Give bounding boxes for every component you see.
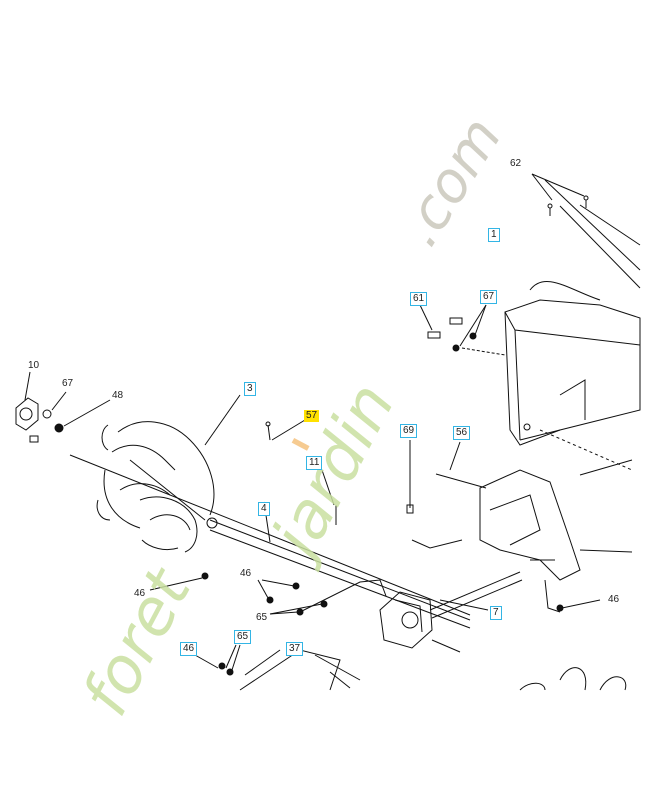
label-1: 1: [488, 228, 500, 242]
label-10: 10: [28, 360, 40, 371]
label-4: 4: [258, 502, 270, 516]
label-48: 48: [112, 390, 124, 401]
label-3: 3: [244, 382, 256, 396]
label-61: 61: [410, 292, 428, 306]
pins: [265, 419, 487, 525]
bolts-62: [531, 173, 589, 216]
label-46-left: 46: [134, 588, 146, 599]
label-7: 7: [490, 606, 502, 620]
bolts-61-67: [419, 304, 506, 356]
label-69: 69: [400, 424, 418, 438]
label-67-left: 67: [62, 378, 74, 389]
label-56: 56: [453, 426, 471, 440]
label-46-right: 46: [608, 594, 620, 605]
label-37: 37: [286, 642, 304, 656]
label-11: 11: [306, 456, 323, 470]
label-46-mid: 46: [240, 568, 252, 579]
label-65-mid: 65: [256, 612, 268, 623]
label-62: 62: [510, 158, 522, 169]
label-65-bottom: 65: [234, 630, 252, 644]
impeller-assembly: [411, 429, 633, 613]
svg-text:jardin: jardin: [255, 372, 410, 575]
watermark-text: foret ' jardin: [69, 372, 410, 728]
lower-parts: [194, 644, 627, 691]
auger-shaft: [69, 454, 471, 629]
gearbox: [379, 571, 523, 653]
label-46-bottom: 46: [180, 642, 198, 656]
housing-part: [504, 179, 641, 446]
label-57: 57: [304, 410, 320, 422]
washers-46-65: [257, 501, 601, 616]
label-67-top: 67: [480, 290, 498, 304]
auger-spiral: [96, 394, 241, 553]
bearing-part: [15, 371, 111, 443]
